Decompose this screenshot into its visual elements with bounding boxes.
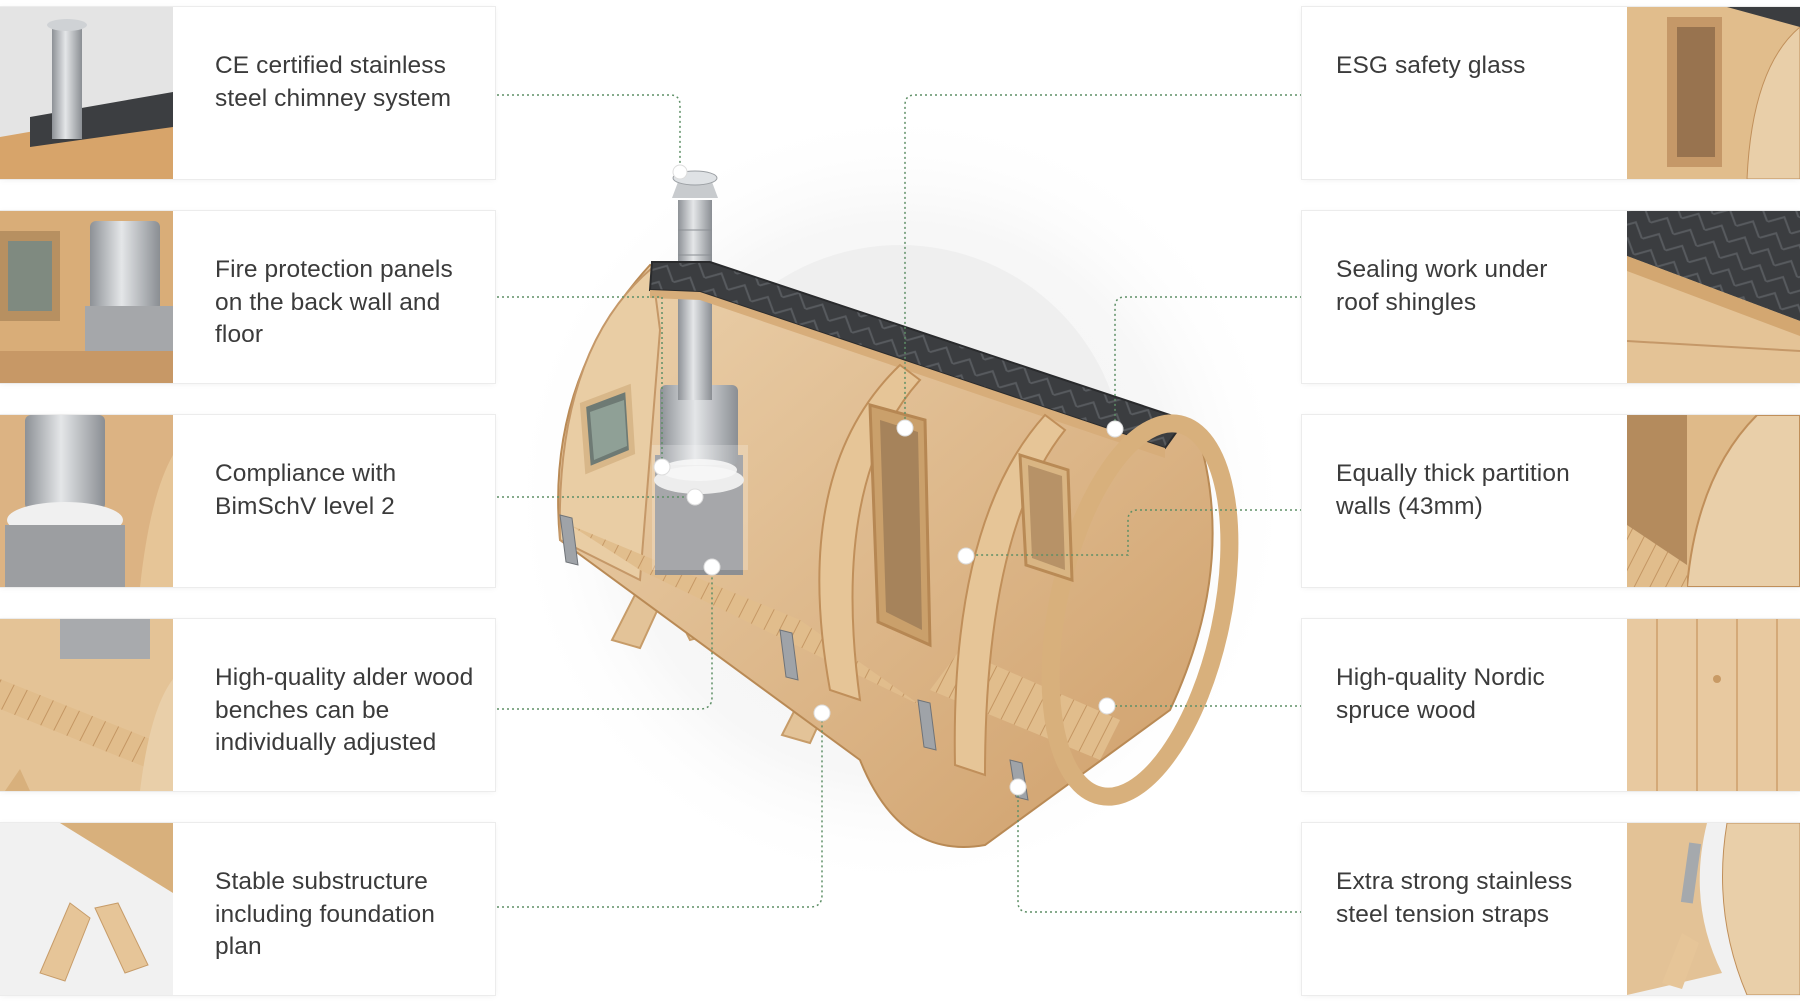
legs-closeup-icon bbox=[0, 823, 173, 995]
front-end-ring bbox=[1041, 414, 1239, 806]
marker-straps[interactable] bbox=[1009, 778, 1027, 796]
bench-closeup-icon bbox=[0, 619, 173, 791]
chimney-closeup-icon bbox=[0, 7, 173, 179]
stove-panels-closeup-icon bbox=[0, 211, 173, 383]
feature-label: Equally thick partition walls (43mm) bbox=[1336, 460, 1570, 520]
roof-shingles-closeup-thumb bbox=[1627, 211, 1800, 383]
marker-bimschv[interactable] bbox=[686, 488, 704, 506]
feature-card-bimschv: Compliance with BimSchV level 2 bbox=[0, 415, 495, 587]
feature-label: High-quality Nordic spruce wood bbox=[1336, 664, 1545, 724]
partition-window bbox=[1018, 452, 1074, 583]
stove-panels-closeup-thumb bbox=[0, 211, 173, 383]
marker-benches[interactable] bbox=[703, 558, 721, 576]
feature-card-straps: Extra strong stainless steel tension str… bbox=[1302, 823, 1800, 995]
spruce-wood-closeup-icon bbox=[1627, 619, 1800, 791]
feature-card-glass: ESG safety glass bbox=[1302, 7, 1800, 179]
glass-door bbox=[868, 403, 932, 648]
spruce-wood-closeup-thumb bbox=[1627, 619, 1800, 791]
partition-wall-closeup-icon bbox=[1627, 415, 1800, 587]
feature-label: CE certified stainless steel chimney sys… bbox=[215, 52, 452, 112]
feature-card-chimney: CE certified stainless steel chimney sys… bbox=[0, 7, 495, 179]
marker-fire-protection[interactable] bbox=[653, 458, 671, 476]
marker-chimney[interactable] bbox=[672, 164, 688, 180]
steel-strap-closeup-icon bbox=[1627, 823, 1800, 995]
marker-glass[interactable] bbox=[896, 419, 914, 437]
sauna-window bbox=[579, 383, 636, 475]
stove-closeup-icon bbox=[0, 415, 173, 587]
marker-dots[interactable] bbox=[653, 164, 1124, 796]
feature-label: Sealing work under roof shingles bbox=[1336, 256, 1548, 316]
roof-shingles-closeup-icon bbox=[1627, 211, 1800, 383]
leader-lines bbox=[497, 94, 1302, 913]
feature-label: High-quality alder wood benches can be i… bbox=[215, 664, 474, 756]
partition-wall-closeup-thumb bbox=[1627, 415, 1800, 587]
glass-door-closeup-thumb bbox=[1627, 7, 1800, 179]
feature-card-substructure: Stable substructure including foundation… bbox=[0, 823, 495, 995]
feature-label: Fire protection panels on the back wall … bbox=[215, 256, 453, 348]
feature-card-sealing: Sealing work under roof shingles bbox=[1302, 211, 1800, 383]
chimney-closeup-thumb bbox=[0, 7, 173, 179]
marker-sealing[interactable] bbox=[1106, 420, 1124, 438]
feature-label: Stable substructure including foundation… bbox=[215, 868, 435, 960]
steel-strap-closeup-thumb bbox=[1627, 823, 1800, 995]
feature-label: Compliance with BimSchV level 2 bbox=[215, 460, 397, 520]
sauna-stove bbox=[652, 385, 748, 575]
feature-card-benches: High-quality alder wood benches can be i… bbox=[0, 619, 495, 791]
marker-partition[interactable] bbox=[957, 547, 975, 565]
feature-card-fire-protection: Fire protection panels on the back wall … bbox=[0, 211, 495, 383]
glass-door-closeup-icon bbox=[1627, 7, 1800, 179]
feature-label: Extra strong stainless steel tension str… bbox=[1336, 868, 1573, 928]
bench-closeup-thumb bbox=[0, 619, 173, 791]
feature-card-spruce: High-quality Nordic spruce wood bbox=[1302, 619, 1800, 791]
stove-closeup-thumb bbox=[0, 415, 173, 587]
marker-spruce[interactable] bbox=[1098, 697, 1116, 715]
marker-substructure[interactable] bbox=[813, 704, 831, 722]
legs-closeup-thumb bbox=[0, 823, 173, 995]
feature-label: ESG safety glass bbox=[1336, 52, 1526, 79]
feature-card-partition: Equally thick partition walls (43mm) bbox=[1302, 415, 1800, 587]
